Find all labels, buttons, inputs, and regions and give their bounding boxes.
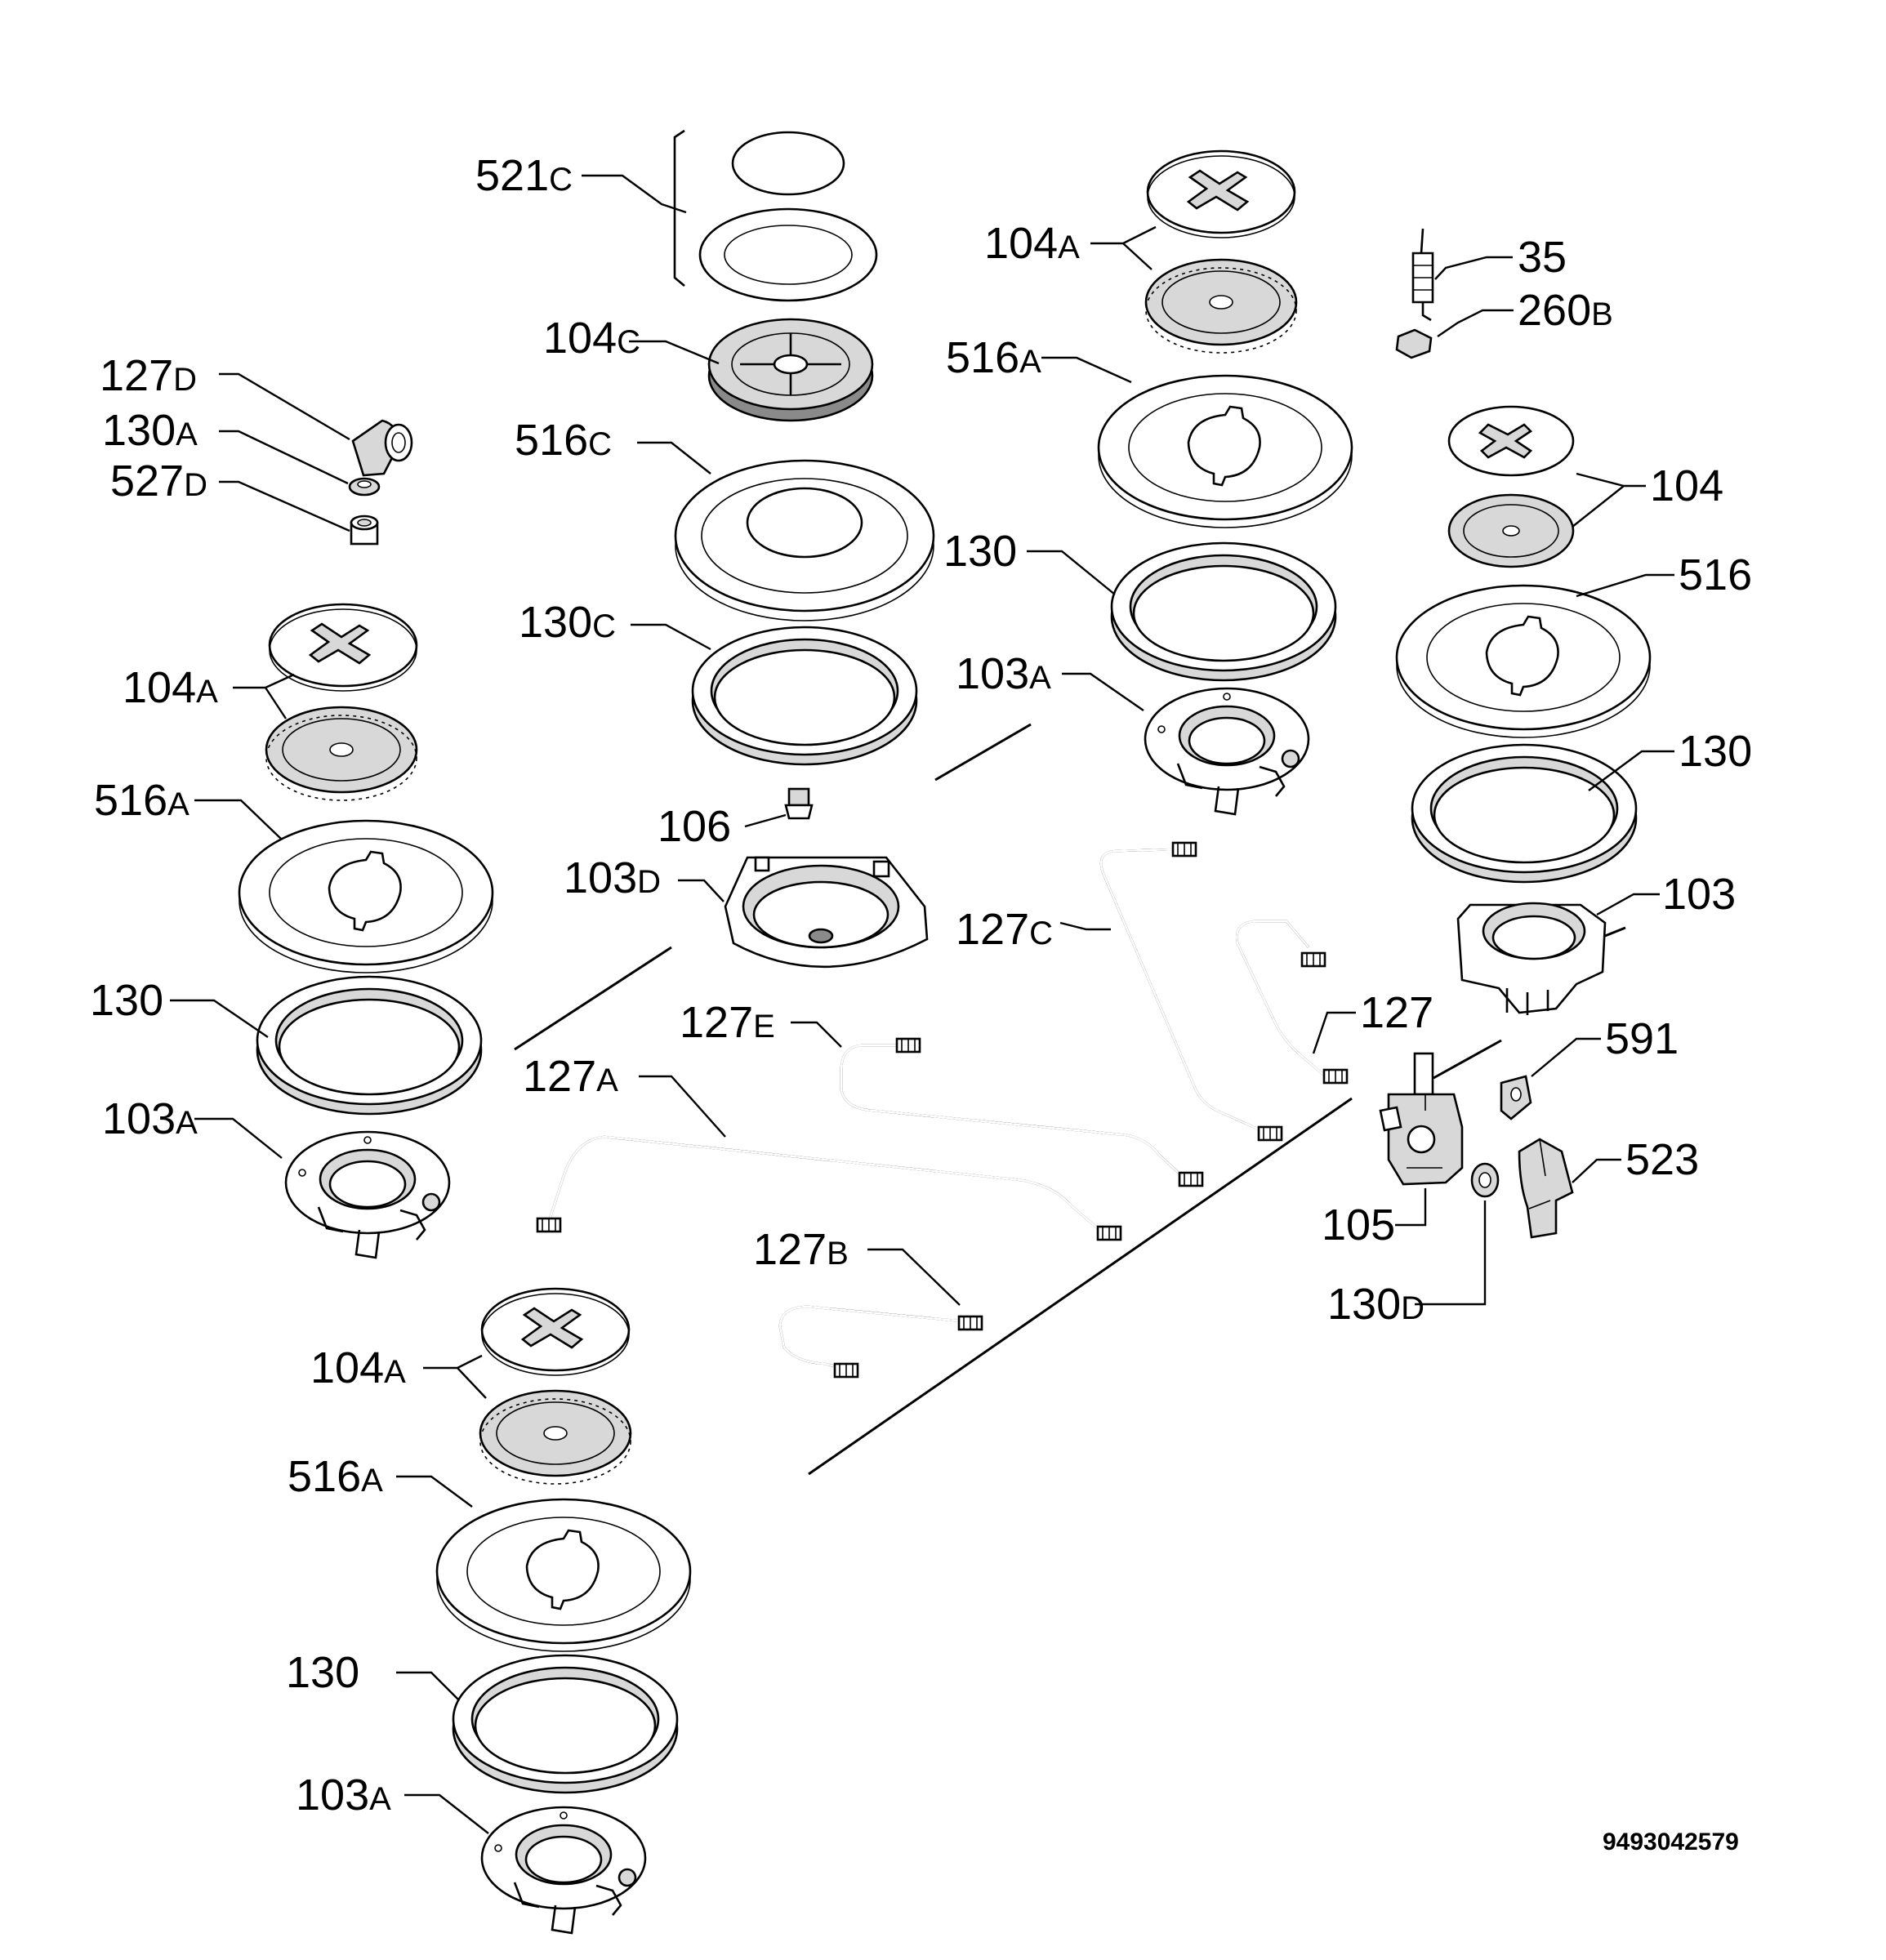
base-103a-top — [1144, 687, 1310, 816]
label-130d: 130D — [1327, 1280, 1425, 1329]
pipe-127c — [1099, 841, 1283, 1142]
label-516a-left: 516A — [94, 776, 189, 825]
tray-516c — [674, 459, 935, 621]
label-127b: 127B — [753, 1225, 849, 1274]
base-103a-left — [284, 1130, 451, 1259]
crown-104c — [707, 318, 874, 422]
washer-130a — [348, 477, 381, 497]
electrode-35 — [1411, 228, 1434, 322]
label-104a-bottom: 104A — [310, 1343, 406, 1392]
base-103-right — [1456, 902, 1607, 1015]
bracket-521c — [673, 129, 685, 287]
pipe-127e — [840, 1037, 1204, 1187]
nut-127a-left — [536, 1217, 562, 1233]
right-burner-group — [1395, 228, 1652, 1015]
label-516c: 516C — [515, 416, 612, 465]
cap-104-right — [1447, 405, 1575, 477]
cap-104a-top — [1146, 149, 1296, 239]
crown-104a-bottom — [479, 1389, 632, 1486]
nut-127e-left — [895, 1037, 921, 1054]
ring-130-bottom — [452, 1654, 679, 1794]
label-516a-bottom: 516A — [288, 1452, 383, 1501]
label-130-right: 130 — [1679, 727, 1752, 776]
label-260b: 260B — [1518, 286, 1613, 335]
label-127a: 127A — [523, 1052, 618, 1101]
label-127: 127 — [1360, 988, 1433, 1037]
base-103d — [724, 856, 929, 969]
ring-130-top — [1110, 541, 1337, 682]
base-103a-bottom — [480, 1806, 647, 1935]
ring-521c — [698, 207, 878, 302]
tray-516a-left — [238, 819, 494, 974]
nut-127e-right — [1178, 1171, 1204, 1187]
injector-106 — [784, 787, 814, 820]
fitting-127d — [351, 419, 413, 477]
label-127d: 127D — [100, 351, 197, 400]
top-right-burner-group — [1097, 149, 1353, 816]
crown-104-right — [1447, 493, 1575, 568]
pipe-127 — [1236, 920, 1349, 1085]
label-103a-left: 103A — [102, 1094, 198, 1143]
clip-260b — [1395, 328, 1433, 359]
nut-127b-right — [957, 1315, 983, 1331]
label-35: 35 — [1518, 233, 1567, 282]
ring-130c — [691, 626, 918, 766]
leader-lines — [170, 174, 1674, 1834]
nut-127c-top — [1171, 841, 1197, 858]
label-527d: 527D — [110, 457, 207, 506]
label-523: 523 — [1625, 1135, 1699, 1184]
label-103a-bottom: 103A — [296, 1771, 391, 1820]
label-105: 105 — [1322, 1200, 1395, 1250]
nut-127b-left — [833, 1362, 859, 1379]
label-127c: 127C — [956, 905, 1053, 954]
tray-516a-top — [1097, 374, 1353, 529]
label-521c: 521C — [475, 151, 573, 200]
label-103d: 103D — [564, 853, 661, 902]
crown-104a-left — [265, 706, 418, 802]
crown-104a-top — [1144, 258, 1298, 354]
label-103a-top: 103A — [956, 649, 1051, 698]
label-130-left: 130 — [90, 976, 163, 1025]
cap-104a-bottom — [480, 1287, 631, 1377]
clamp-523 — [1518, 1138, 1574, 1239]
label-516a-top: 516A — [946, 333, 1041, 382]
plate-591 — [1500, 1075, 1532, 1120]
label-130a: 130A — [102, 406, 198, 455]
label-104a-left: 104A — [123, 663, 218, 712]
label-103-right: 103 — [1662, 870, 1736, 919]
nut-527d — [350, 514, 379, 546]
label-104-right: 104 — [1650, 461, 1723, 510]
label-127e: 127E — [680, 998, 775, 1047]
label-130c: 130C — [519, 598, 616, 647]
nut-127c-bottom — [1257, 1125, 1283, 1142]
nut-127a-right — [1096, 1225, 1122, 1241]
tray-516-right — [1395, 584, 1652, 739]
disc-521c-top — [731, 131, 845, 196]
center-burner-group — [673, 129, 935, 969]
nut-127-bottom — [1322, 1068, 1349, 1085]
left-burner-group — [238, 603, 494, 1259]
ring-130-left — [256, 975, 483, 1116]
label-130-top: 130 — [943, 527, 1017, 576]
washer-130d — [1470, 1162, 1500, 1198]
tray-516a-bottom — [435, 1498, 692, 1653]
ring-130-right — [1411, 743, 1638, 884]
nut-127-top — [1300, 951, 1326, 968]
pipe-127a — [536, 1135, 1122, 1241]
label-104a-top: 104A — [984, 219, 1080, 268]
valve-105 — [1379, 1052, 1464, 1186]
drawing-code: 9493042579 — [1603, 1829, 1739, 1855]
label-591: 591 — [1605, 1014, 1679, 1063]
divider-lines — [514, 723, 1626, 1476]
label-104c: 104C — [543, 314, 640, 363]
part-labels: 521C 104C 516C 130C 106 103D 127D 130A 5… — [90, 151, 1752, 1820]
cap-104a-left — [268, 603, 418, 693]
label-130-bottom: 130 — [286, 1648, 359, 1697]
label-106: 106 — [658, 802, 731, 851]
pipe-127b — [778, 1305, 983, 1379]
label-516-right: 516 — [1679, 550, 1752, 599]
